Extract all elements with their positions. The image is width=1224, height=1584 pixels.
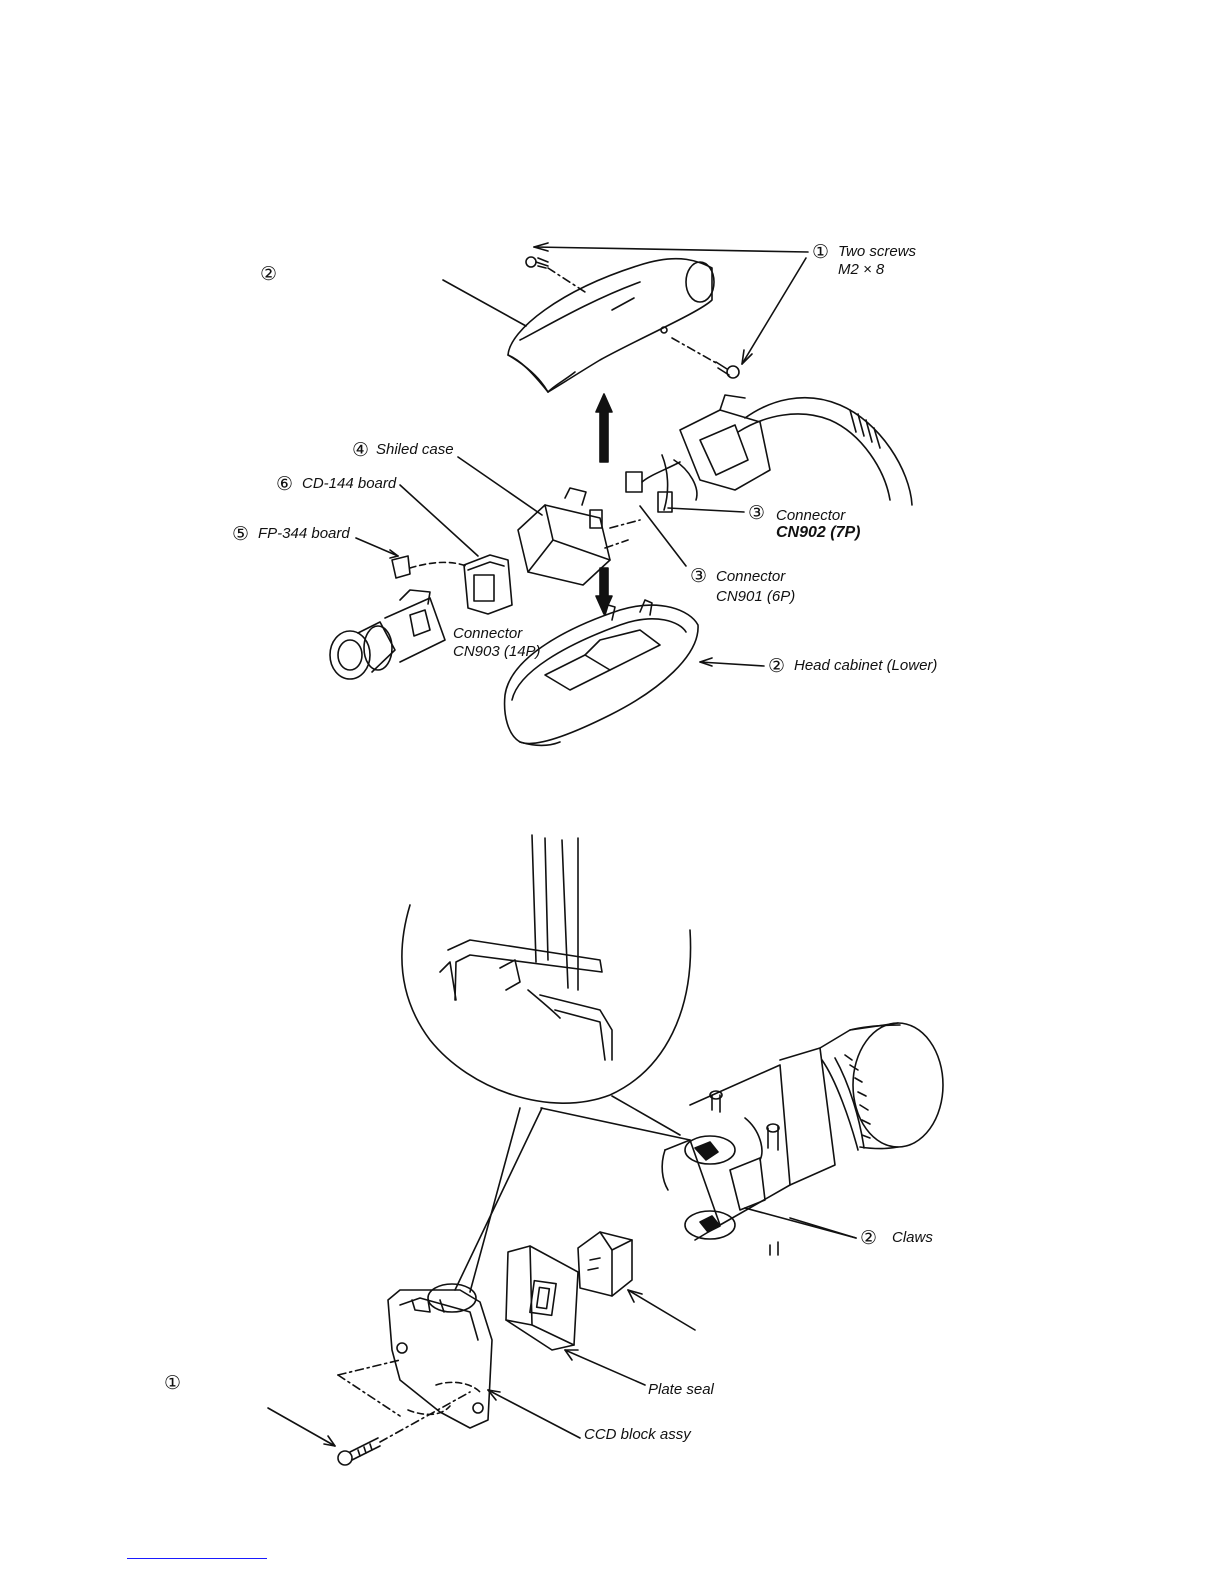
cn903-connector-label: Connector — [453, 625, 522, 643]
claws-label: Claws — [892, 1229, 933, 1247]
step-1-marker: ① — [812, 242, 829, 262]
ccd-screw — [338, 1438, 380, 1465]
leader-claw-2 — [745, 1208, 856, 1238]
ccd-block-assy — [388, 1284, 492, 1428]
camera-lens-unit — [662, 1023, 943, 1255]
leader-cn902 — [668, 508, 744, 512]
head-cabinet-lower — [505, 600, 699, 745]
plate-seal-label: Plate seal — [648, 1381, 714, 1399]
head-cabinet-lower-label: Head cabinet (Lower) — [794, 657, 937, 675]
step-6-marker: ⑥ — [276, 474, 293, 494]
fp-344-label: FP-344 board — [258, 525, 350, 543]
leader-fp344 — [356, 538, 398, 556]
shield-case-label: Shiled case — [376, 441, 454, 459]
cn902-code-label: CN902 (7P) — [776, 524, 860, 542]
claws-marker: ② — [860, 1228, 877, 1248]
step-3-marker-cn901: ③ — [690, 566, 707, 586]
filter-block — [578, 1232, 632, 1296]
connector-block — [626, 395, 770, 512]
fp-344-board — [392, 556, 466, 578]
cn901-code-label: CN901 (6P) — [716, 588, 795, 606]
step-3-marker-cn902: ③ — [748, 503, 765, 523]
step-2-marker: ② — [768, 656, 785, 676]
step-2-marker-top: ② — [260, 264, 277, 284]
shield-case — [518, 488, 610, 585]
footer-link-underline[interactable] — [127, 1558, 267, 1559]
leader-cn901 — [640, 506, 686, 566]
cn902-connector-label: Connector — [776, 507, 845, 525]
head-cabinet-upper — [508, 259, 714, 392]
screw-upper-left — [526, 257, 548, 268]
step-5-marker: ⑤ — [232, 524, 249, 544]
camera-cable — [738, 398, 912, 505]
step-1-marker-ccd: ① — [164, 1373, 181, 1393]
leader-cd144 — [400, 485, 478, 556]
lens-block — [330, 590, 445, 679]
figure-2-ccd-block-removal — [268, 835, 943, 1465]
cn901-connector-label: Connector — [716, 568, 785, 586]
cn903-code-label: CN903 (14P) — [453, 643, 541, 661]
screw-spec-label: M2 × 8 — [838, 261, 884, 279]
leader-shield-case — [458, 457, 542, 515]
cd-144-label: CD-144 board — [302, 475, 396, 493]
two-screws-label: Two screws — [838, 243, 916, 261]
plate-seal — [506, 1246, 578, 1350]
ccd-block-assy-label: CCD block assy — [584, 1426, 691, 1444]
step-4-marker: ④ — [352, 440, 369, 460]
magnified-claw-detail — [440, 940, 612, 1060]
screw-lower-right — [716, 362, 739, 378]
cd-144-board — [464, 555, 512, 614]
